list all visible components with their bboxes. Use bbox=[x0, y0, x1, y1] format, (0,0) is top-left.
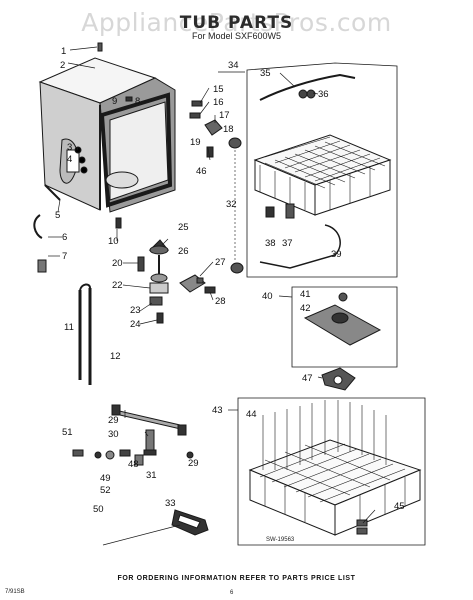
callout-8: 8 bbox=[135, 96, 140, 107]
callout-25: 25 bbox=[178, 222, 189, 233]
page-number: 6 bbox=[230, 590, 234, 596]
door-seal bbox=[171, 509, 209, 536]
callout-41: 41 bbox=[300, 289, 311, 300]
callout-49: 49 bbox=[100, 473, 111, 484]
tub-assembly bbox=[38, 57, 176, 213]
rack-support bbox=[111, 404, 194, 459]
callout-50: 50 bbox=[93, 504, 104, 515]
adjuster-hardware bbox=[72, 449, 144, 466]
callout-10: 10 bbox=[108, 236, 119, 247]
spray-arm-hub bbox=[321, 367, 356, 391]
callout-29b: 29 bbox=[188, 458, 199, 469]
callout-19: 19 bbox=[190, 137, 201, 148]
callout-4: 4 bbox=[67, 154, 72, 165]
callout-20: 20 bbox=[112, 258, 123, 269]
callout-48: 48 bbox=[128, 459, 139, 470]
callout-35: 35 bbox=[260, 68, 271, 79]
leader-lines bbox=[48, 46, 376, 546]
callout-6: 6 bbox=[62, 232, 67, 243]
callout-34: 34 bbox=[228, 60, 239, 71]
callout-33: 33 bbox=[165, 498, 176, 509]
rack-bits bbox=[228, 137, 341, 274]
callout-36: 36 bbox=[318, 89, 329, 100]
callout-16: 16 bbox=[213, 97, 224, 108]
callout-46: 46 bbox=[196, 166, 207, 177]
callout-23: 23 bbox=[130, 305, 141, 316]
callout-29a: 29 bbox=[108, 415, 119, 426]
callout-2: 2 bbox=[60, 60, 65, 71]
callout-40: 40 bbox=[262, 291, 273, 302]
callout-28: 28 bbox=[215, 296, 226, 307]
drawing-number: 7/91SB bbox=[5, 589, 25, 595]
callout-30: 30 bbox=[108, 429, 119, 440]
callout-5: 5 bbox=[55, 210, 60, 221]
callout-45: 45 bbox=[394, 501, 405, 512]
callout-32: 32 bbox=[226, 199, 237, 210]
lower-rack-tines bbox=[259, 400, 406, 525]
callout-22: 22 bbox=[112, 280, 123, 291]
callout-15: 15 bbox=[213, 84, 224, 95]
callout-24: 24 bbox=[130, 319, 141, 330]
diagram-title: TUB PARTS bbox=[179, 13, 294, 33]
upper-rack-grid bbox=[259, 136, 386, 210]
pump-parts bbox=[137, 239, 216, 324]
callout-39: 39 bbox=[331, 249, 342, 260]
ordering-note: FOR ORDERING INFORMATION REFER TO PARTS … bbox=[117, 575, 356, 582]
callout-9: 9 bbox=[112, 96, 117, 107]
callout-7: 7 bbox=[62, 251, 67, 262]
callout-17: 17 bbox=[219, 110, 230, 121]
callout-43: 43 bbox=[212, 405, 223, 416]
callout-38: 38 bbox=[265, 238, 276, 249]
watermark: AppliancePartsPros.com bbox=[81, 8, 392, 37]
tub-seals bbox=[78, 283, 92, 385]
callout-42: 42 bbox=[300, 303, 311, 314]
model-subtitle: For Model SXF600W5 bbox=[191, 31, 282, 41]
callout-1: 1 bbox=[61, 46, 66, 57]
callout-51: 51 bbox=[62, 427, 73, 438]
callout-31: 31 bbox=[146, 470, 157, 481]
callout-11: 11 bbox=[64, 322, 74, 333]
callout-12: 12 bbox=[110, 351, 121, 362]
callout-labels: 1 2 3 4 5 6 7 8 9 10 11 12 15 16 17 18 1… bbox=[55, 46, 405, 515]
callout-37: 37 bbox=[282, 238, 293, 249]
spray-arm-box bbox=[291, 286, 398, 368]
callout-3: 3 bbox=[67, 142, 72, 153]
tub-hardware bbox=[33, 42, 223, 273]
callout-27: 27 bbox=[215, 257, 226, 268]
callout-26: 26 bbox=[178, 246, 189, 257]
lower-rack-box bbox=[237, 397, 426, 546]
upper-rack-box bbox=[246, 62, 398, 278]
callout-44: 44 bbox=[246, 409, 257, 420]
callout-52: 52 bbox=[100, 485, 111, 496]
part-reference: SW-19563 bbox=[266, 537, 295, 543]
callout-47: 47 bbox=[302, 373, 313, 384]
rack-rollers bbox=[356, 519, 368, 535]
callout-18: 18 bbox=[223, 124, 234, 135]
